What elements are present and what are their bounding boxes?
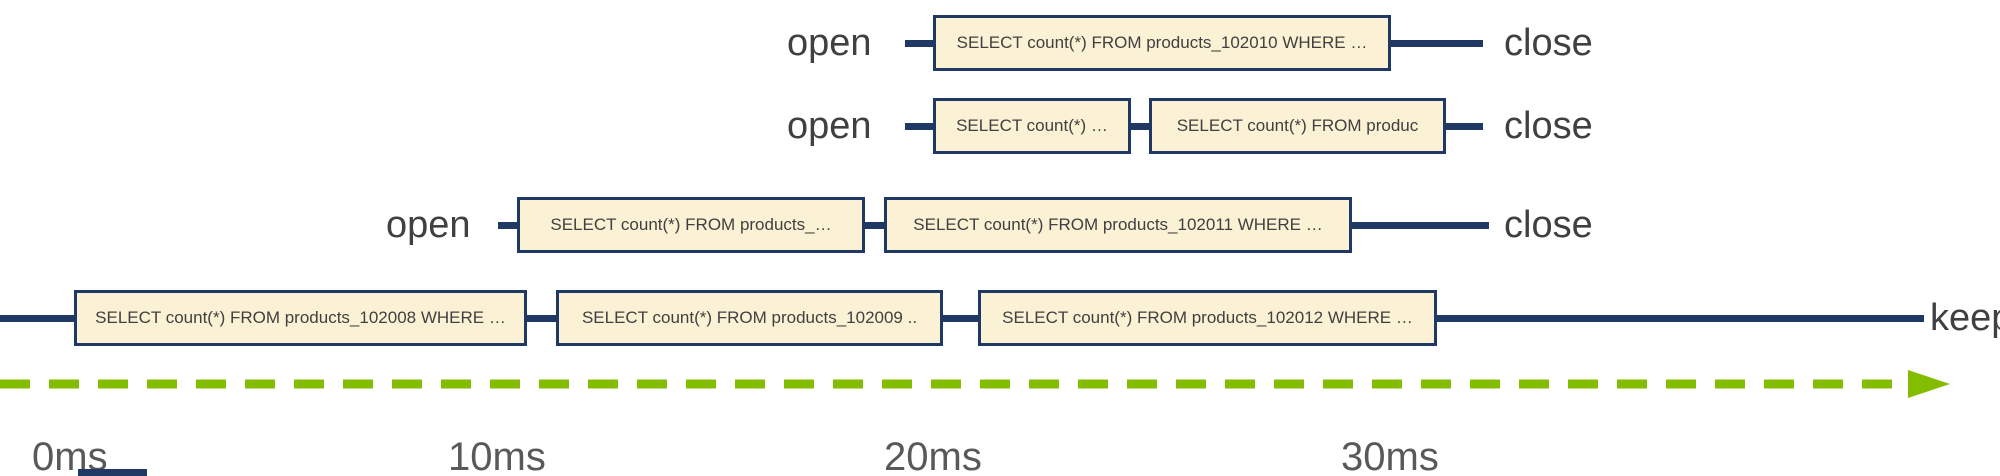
query-box: SELECT count(*) FROM products_102010 WHE… xyxy=(933,15,1391,71)
query-box: SELECT count(*) FROM products_102012 WHE… xyxy=(978,290,1437,346)
connection-line-segment xyxy=(1446,123,1483,130)
time-tick-10ms: 10ms xyxy=(448,435,546,476)
connection-line-segment xyxy=(498,222,517,229)
query-box: SELECT count(*) FROM products_102009 .. xyxy=(556,290,943,346)
open-label: open xyxy=(787,22,872,64)
connection-line-segment xyxy=(1437,315,1924,322)
connection-line-segment xyxy=(1391,40,1483,47)
connection-line-segment xyxy=(527,315,556,322)
connection-line-segment xyxy=(905,123,933,130)
time-axis-arrowhead xyxy=(1908,370,1950,398)
close-label: close xyxy=(1504,105,1593,147)
close-label: close xyxy=(1504,204,1593,246)
connection-line-segment xyxy=(865,222,884,229)
slide-footer-accent xyxy=(78,469,147,476)
keep-label: keep xyxy=(1930,297,2000,339)
connection-line-segment xyxy=(1352,222,1489,229)
query-box: SELECT count(*) FROM products_102008 WHE… xyxy=(74,290,527,346)
open-label: open xyxy=(787,105,872,147)
query-box: SELECT count(*) … xyxy=(933,98,1131,154)
connection-line-segment xyxy=(943,315,978,322)
query-box: SELECT count(*) FROM products_… xyxy=(517,197,865,253)
query-box: SELECT count(*) FROM produc xyxy=(1149,98,1446,154)
open-label: open xyxy=(386,204,471,246)
time-tick-20ms: 20ms xyxy=(884,435,982,476)
connection-line-segment xyxy=(905,40,933,47)
query-box: SELECT count(*) FROM products_102011 WHE… xyxy=(884,197,1352,253)
time-axis-arrow xyxy=(0,370,1950,398)
time-tick-30ms: 30ms xyxy=(1341,435,1439,476)
close-label: close xyxy=(1504,22,1593,64)
connection-line-segment xyxy=(1131,123,1149,130)
connection-line-segment xyxy=(0,315,76,322)
